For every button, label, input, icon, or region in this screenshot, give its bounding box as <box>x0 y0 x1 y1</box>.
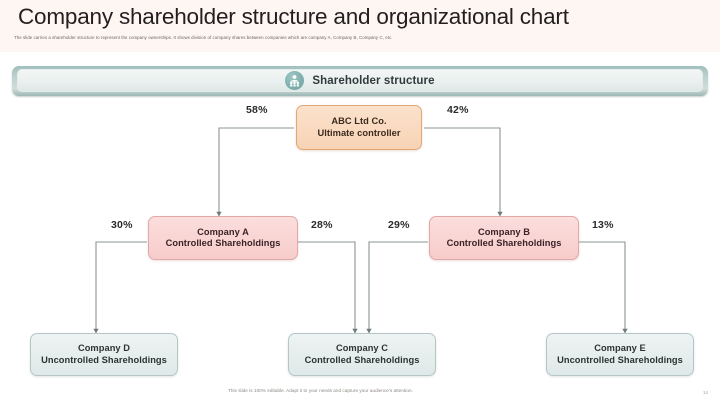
node-company-b-line1: Company B <box>477 226 531 237</box>
node-root-line1: ABC Ltd Co. <box>331 116 387 126</box>
node-company-a-line2: Controlled Shareholdings <box>165 238 281 248</box>
node-company-d-line2: Uncontrolled Shareholdings <box>41 354 167 365</box>
node-company-c-line2: Controlled Shareholdings <box>304 354 420 365</box>
node-company-b[interactable]: Company B Controlled Shareholdings <box>429 216 579 260</box>
node-company-e-line2: Uncontrolled Shareholdings <box>557 354 683 365</box>
node-root-abc-ltd[interactable]: ABC Ltd Co. Ultimate controller <box>296 105 422 150</box>
section-banner: Shareholder structure <box>12 66 708 96</box>
node-root-line2: Ultimate controller <box>317 127 401 138</box>
page-title: Company shareholder structure and organi… <box>18 4 569 29</box>
footer-note: This slide is 100% editable. Adapt it to… <box>228 388 413 393</box>
node-company-a[interactable]: Company A Controlled Shareholdings <box>148 216 298 260</box>
node-company-b-line2: Controlled Shareholdings <box>446 238 562 248</box>
people-group-icon <box>285 71 305 90</box>
edge-label-b-to-c: 29% <box>388 219 410 231</box>
node-company-d[interactable]: Company D Uncontrolled Shareholdings <box>30 333 178 376</box>
node-company-d-line1: Company D <box>77 343 131 353</box>
edge-label-b-to-e: 13% <box>592 219 614 231</box>
node-company-c-line1: Company C <box>335 343 389 353</box>
edge-label-a-to-d: 30% <box>111 219 133 231</box>
section-banner-label: Shareholder structure <box>312 74 435 87</box>
edge-label-root-to-a: 58% <box>246 104 268 116</box>
edge-label-a-to-c: 28% <box>311 219 333 231</box>
slide-header: Company shareholder structure and organi… <box>0 0 720 52</box>
node-company-c[interactable]: Company C Controlled Shareholdings <box>288 333 436 376</box>
section-banner-inner: Shareholder structure <box>17 69 703 92</box>
node-company-e-line1: Company E <box>594 343 646 353</box>
node-company-a-line1: Company A <box>197 226 249 237</box>
edge-label-root-to-b: 42% <box>447 104 469 116</box>
node-company-e[interactable]: Company E Uncontrolled Shareholdings <box>546 333 694 376</box>
page-subtitle: The slide carries a shareholder structur… <box>14 35 393 40</box>
page-number: 14 <box>702 390 708 395</box>
